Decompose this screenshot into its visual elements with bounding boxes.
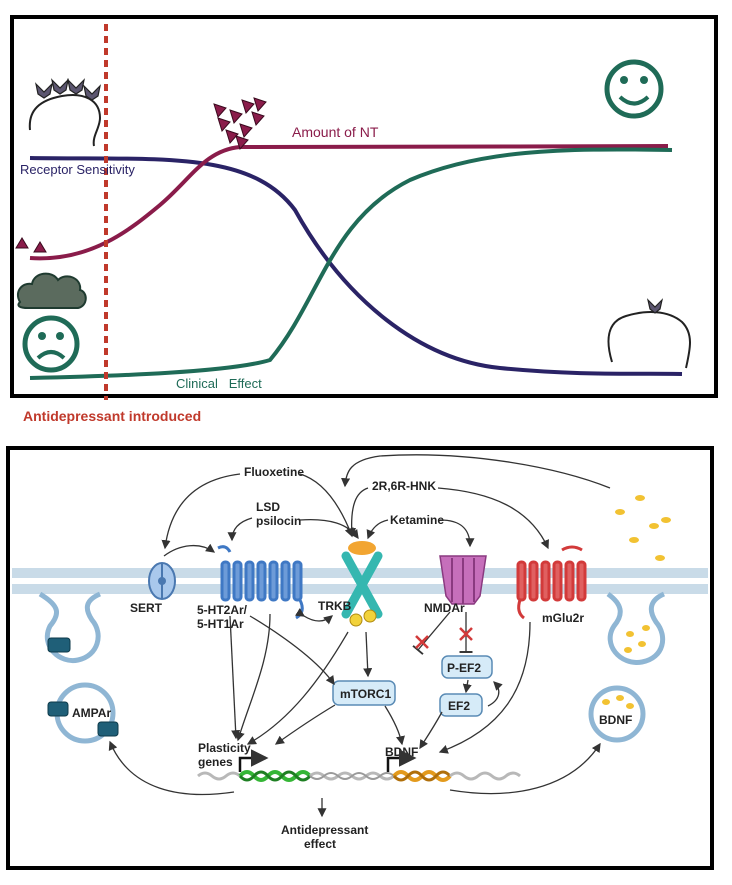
bdnf-vesicle: BDNF [588,685,646,743]
5ht2a-receptor-icon [217,545,304,620]
amount-nt-label: Amount of NT [292,124,379,140]
nmdar-label: NMDAr [424,601,465,615]
mglu2r-receptor-icon [516,545,587,620]
5ht2ar-label: 5-HT2Ar/ [197,603,248,617]
fluoxetine-label: Fluoxetine [244,465,304,479]
psilocin-label: psilocin [256,514,301,528]
left-endocytic-vesicle [38,591,102,664]
amount-nt-curve [29,144,669,261]
bottom-panel: AMPAr SERT 5-HT2Ar/ 5-HT1Ar [6,446,714,870]
plasticity-genes-label-1: Plasticity [198,741,251,755]
ketamine-label: Ketamine [390,513,444,527]
happy-face-icon [604,59,664,119]
receptor-sensitivity-label: Receptor Sensitivity [20,162,135,177]
plasticity-promoter-arrow [238,749,269,772]
receptor-sensitivity-curve [29,156,683,376]
sert-label: SERT [130,601,163,615]
nmdar-receptor-icon [439,555,487,605]
neurotransmitter-cluster-icon [213,97,267,150]
trkb-label: TRKB [318,599,352,613]
top-panel: Amount of NT Receptor Sensitivity Clinic… [10,15,718,424]
right-exocytic-vesicle [606,495,671,665]
rain-cloud-icon [16,272,87,309]
hnk-label: 2R,6R-HNK [372,479,436,493]
pef2-box: P-EF2 [441,655,493,679]
antidepressant-effect-label-2: effect [304,837,336,851]
plasticity-genes-label-2: genes [198,755,233,769]
few-neurotransmitters-icon [15,237,47,253]
ampar-label: AMPAr [72,706,111,720]
ef2-box: EF2 [439,693,483,717]
bdnf-vesicle-label: BDNF [599,713,632,727]
mglu2r-label: mGlu2r [542,611,584,625]
clinical-effect-label: Clinical Effect [176,376,262,391]
dna-strand [197,770,521,782]
5ht1ar-label: 5-HT1Ar [197,617,244,631]
clinical-effect-curve [29,147,673,380]
inhibition-x-marks [415,627,473,649]
mtorc1-box: mTORC1 [332,680,396,706]
antidepressant-effect-label-1: Antidepressant [281,823,368,837]
sert-transporter-icon [148,562,176,600]
bottom-panel-frame [6,446,714,870]
mtorc1-label: mTORC1 [340,687,391,701]
sad-face-icon [22,315,80,373]
antidepressant-introduced-label: Antidepressant introduced [23,408,201,424]
lsd-label: LSD [256,500,280,514]
ampar-vesicle: AMPAr [47,682,119,744]
synapse-many-receptors-icon [28,78,102,147]
top-panel-frame [10,15,718,398]
bdnf-promoter-arrow [386,749,417,772]
synapse-single-receptor-icon [607,298,691,369]
trkb-receptor-icon [341,541,383,627]
pef2-label: P-EF2 [447,661,481,675]
ef2-label: EF2 [448,699,470,713]
